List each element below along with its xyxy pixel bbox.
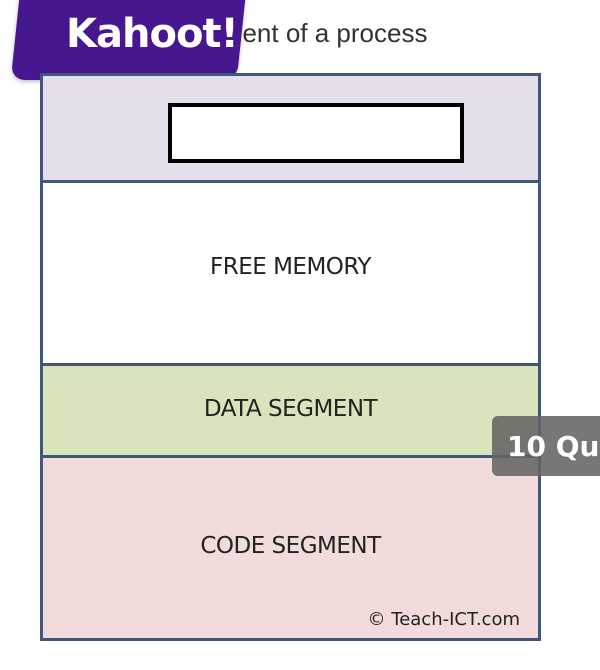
code-segment-block: CODE SEGMENT © Teach-ICT.com — [43, 458, 538, 638]
free-memory-block: FREE MEMORY — [43, 183, 538, 366]
data-segment-label: DATA SEGMENT — [203, 395, 378, 422]
memory-layout-diagram: FREE MEMORY DATA SEGMENT CODE SEGMENT © … — [40, 73, 541, 641]
stack-segment-block — [43, 76, 538, 183]
code-segment-label: CODE SEGMENT — [200, 533, 381, 559]
question-count-text: 10 Qu — [507, 429, 600, 463]
blank-answer-box — [168, 103, 464, 163]
free-memory-label: FREE MEMORY — [210, 254, 371, 280]
question-count-badge: 10 Qu — [492, 416, 600, 476]
kahoot-logo: Kahoot! — [66, 11, 239, 57]
data-segment-block: DATA SEGMENT — [43, 366, 538, 458]
copyright-notice: © Teach-ICT.com — [367, 609, 520, 630]
